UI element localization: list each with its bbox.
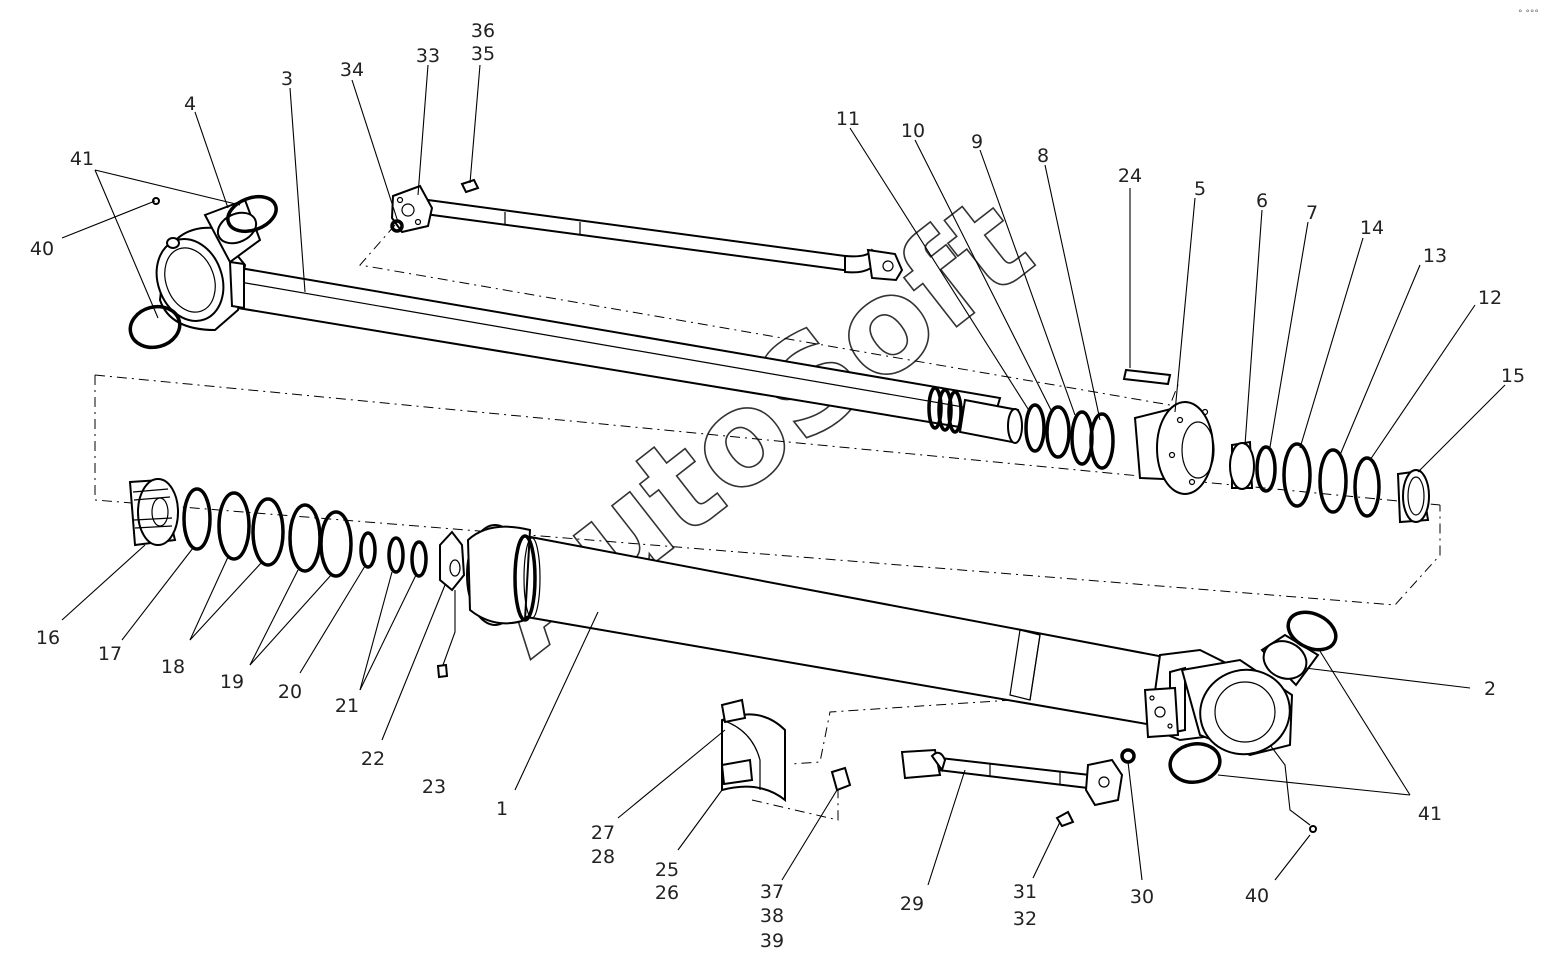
- label-19: 19: [220, 671, 244, 693]
- ring-18a: [217, 491, 251, 561]
- label-7: 7: [1306, 202, 1318, 224]
- label-4: 4: [184, 93, 196, 115]
- upper-pipe-assembly: [390, 178, 904, 282]
- gland-seal-set: [1024, 368, 1215, 495]
- label-23: 23: [422, 776, 446, 798]
- label-20: 20: [278, 681, 302, 703]
- seal-10: [1045, 405, 1071, 459]
- rod-grooves: [927, 386, 1023, 444]
- label-25: 25: [655, 859, 679, 881]
- cylinder-tube: [466, 524, 1338, 833]
- ring-19a: [288, 503, 322, 573]
- label-5: 5: [1194, 178, 1206, 200]
- ring-13: [1318, 448, 1348, 514]
- ring-20: [359, 531, 377, 569]
- label-37: 37: [760, 881, 784, 903]
- ring-19b: [319, 510, 353, 578]
- label-14: 14: [1360, 217, 1384, 239]
- label-41-lower: 41: [1418, 803, 1442, 825]
- label-1: 1: [496, 798, 508, 820]
- piston-rod-assembly: [128, 194, 1023, 444]
- label-32: 32: [1013, 908, 1037, 930]
- label-13: 13: [1423, 245, 1447, 267]
- seal-11: [1024, 403, 1046, 453]
- o-ring-30: [1120, 748, 1136, 764]
- bolt-31: [1055, 810, 1075, 828]
- label-9: 9: [971, 131, 983, 153]
- label-22: 22: [361, 748, 385, 770]
- label-41-upper: 41: [70, 148, 94, 170]
- grease-nipple-40-upper: [152, 197, 160, 205]
- label-15: 15: [1501, 365, 1525, 387]
- label-39: 39: [760, 930, 784, 952]
- label-33: 33: [416, 45, 440, 67]
- ring-7: [1255, 445, 1277, 493]
- piston-set: [128, 478, 466, 679]
- label-26: 26: [655, 882, 679, 904]
- leader-lines: [61, 64, 1506, 886]
- label-29: 29: [900, 893, 924, 915]
- label-28: 28: [591, 846, 615, 868]
- rod-eye: [155, 198, 262, 332]
- pipe-clamp: [720, 698, 786, 803]
- lower-pipe-assembly: [830, 748, 1136, 828]
- ring-12: [1353, 456, 1381, 518]
- label-12: 12: [1478, 287, 1502, 309]
- seal-ring-4: [226, 194, 278, 234]
- assembly-dashed-lines: [94, 224, 1441, 821]
- label-6: 6: [1256, 190, 1268, 212]
- ring-18b: [251, 497, 285, 567]
- part-number-labels: 40 41 4 3 34 33 36 35 11 10 9 8 24 5 6 7…: [30, 20, 1525, 952]
- screw-23: [436, 663, 449, 679]
- label-40-upper: 40: [30, 238, 54, 260]
- label-31: 31: [1013, 881, 1037, 903]
- corner-mark: ° °°°: [1518, 9, 1539, 19]
- label-35: 35: [471, 43, 495, 65]
- grease-nipple-40-lower: [1309, 825, 1317, 833]
- seal-ring-41-right: [1286, 610, 1338, 652]
- label-40-lower: 40: [1245, 885, 1269, 907]
- o-ring-34: [390, 219, 404, 233]
- fitting-37: [830, 766, 852, 792]
- label-2: 2: [1484, 678, 1496, 700]
- label-30: 30: [1130, 886, 1154, 908]
- label-8: 8: [1037, 145, 1049, 167]
- seal-ring-41-upper: [128, 304, 182, 350]
- label-21: 21: [335, 695, 359, 717]
- label-3: 3: [281, 68, 293, 90]
- ring-21b: [410, 540, 428, 578]
- seal-9: [1070, 410, 1094, 466]
- seal-8: [1089, 412, 1115, 470]
- seal-ring-41-lower: [1168, 742, 1222, 784]
- label-34: 34: [340, 59, 364, 81]
- label-10: 10: [901, 120, 925, 142]
- ring-17: [182, 487, 212, 551]
- label-27: 27: [591, 822, 615, 844]
- label-36: 36: [471, 20, 495, 42]
- label-16: 16: [36, 627, 60, 649]
- label-18: 18: [161, 656, 185, 678]
- label-38: 38: [760, 905, 784, 927]
- label-24: 24: [1118, 165, 1142, 187]
- label-17: 17: [98, 643, 122, 665]
- rod-seal-set: [1229, 440, 1430, 524]
- ring-14: [1282, 442, 1312, 508]
- bolt-24: [1122, 368, 1172, 386]
- ring-21a: [387, 536, 405, 574]
- label-11: 11: [836, 108, 860, 130]
